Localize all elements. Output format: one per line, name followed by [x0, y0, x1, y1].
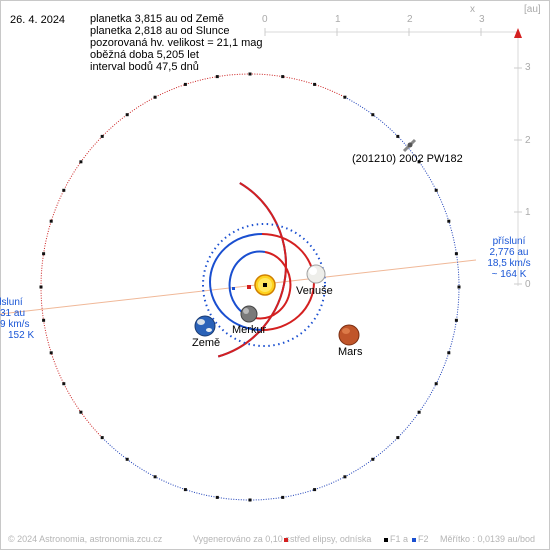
- asteroid-interval-point: [49, 351, 53, 355]
- aphelion-distance: 31 au: [0, 308, 26, 319]
- x-tick-0: 0: [262, 14, 268, 25]
- asteroid-interval-point: [79, 410, 83, 414]
- asteroid-interval-point: [125, 457, 129, 461]
- y-tick-0: 0: [525, 279, 531, 290]
- y-tick-3: 3: [525, 62, 531, 73]
- unit-label: [au]: [524, 4, 541, 15]
- info-point-interval: interval bodů 47,5 dnů: [90, 61, 199, 73]
- x-tick-3: 3: [479, 14, 485, 25]
- mercury-planet: [240, 305, 258, 323]
- asteroid-interval-point: [313, 82, 317, 86]
- footer-ellipse-center: střed elipsy, odníska: [284, 534, 371, 544]
- asteroid-interval-point: [183, 82, 187, 86]
- asteroid-interval-point: [248, 498, 252, 502]
- info-period: oběžná doba 5,205 let: [90, 49, 199, 61]
- footer-copyright: © 2024 Astronomia, astronomia.zcu.cz: [8, 534, 163, 544]
- info-earth-distance: planetka 3,815 au od Země: [90, 13, 224, 25]
- asteroid-interval-point: [434, 188, 438, 192]
- asteroid-interval-point: [248, 72, 252, 76]
- asteroid-interval-point: [281, 495, 285, 499]
- asteroid-interval-point: [79, 160, 83, 164]
- venus-label: Venuše: [296, 285, 333, 297]
- axis-arrow-icon: [514, 28, 522, 38]
- asteroid-interval-point: [343, 475, 347, 479]
- asteroid-interval-point: [281, 75, 285, 79]
- earth-label: Země: [192, 337, 221, 349]
- asteroid-interval-point: [371, 113, 375, 117]
- asteroid-orbit-below-arc: [101, 96, 460, 501]
- asteroid-interval-point: [215, 495, 219, 499]
- asteroid-interval-point: [434, 382, 438, 386]
- asteroid-interval-point: [62, 382, 66, 386]
- focus-f2-marker: [232, 287, 235, 290]
- asteroid-interval-point: [125, 113, 129, 117]
- y-tick-2: 2: [525, 135, 531, 146]
- x-tick-2: 2: [407, 14, 413, 25]
- asteroid-interval-point: [183, 488, 187, 492]
- perihelion-speed: 18,5 km/s: [487, 258, 531, 269]
- asteroid-interval-point: [454, 252, 458, 256]
- f2-legend-icon: [412, 537, 416, 542]
- asteroid-orbit: [39, 72, 461, 502]
- perihelion-info: přísluní 2,776 au 18,5 km/s ~ 164 K: [474, 236, 544, 280]
- x-axis-label: x: [470, 4, 475, 15]
- mars-label: Mars: [338, 346, 363, 358]
- date-label: 26. 4. 2024: [10, 14, 66, 26]
- x-tick-1: 1: [335, 14, 341, 25]
- asteroid-interval-point: [417, 160, 421, 164]
- y-tick-1: 1: [525, 207, 531, 218]
- asteroid-interval-point: [396, 134, 400, 138]
- asteroid-interval-point: [42, 252, 46, 256]
- mars-orbit: [217, 182, 287, 358]
- footer-f2: F2: [412, 534, 429, 544]
- asteroid-interval-point: [62, 188, 66, 192]
- earth-orbit: [202, 223, 326, 347]
- asteroid-interval-point: [153, 95, 157, 99]
- apsis-line: [0, 259, 477, 315]
- asteroid-orbit-above-arc: [40, 73, 346, 438]
- info-sun-distance: planetka 2,818 au od Slunce: [90, 25, 230, 37]
- sun: [254, 274, 276, 296]
- asteroid-interval-point: [343, 95, 347, 99]
- asteroid-interval-point: [100, 436, 104, 440]
- perihelion-title: přísluní: [492, 236, 526, 247]
- aphelion-info: dsluní 31 au 9 km/s 152 K: [0, 297, 34, 341]
- asteroid-interval-point: [39, 285, 43, 289]
- aphelion-temp: 152 K: [8, 330, 35, 341]
- aphelion-title: dsluní: [0, 297, 23, 308]
- asteroid-interval-point: [454, 318, 458, 322]
- mercury-label: Merkur: [232, 324, 267, 336]
- ellipse-center-marker: [247, 285, 251, 289]
- asteroid-interval-point: [447, 219, 451, 223]
- footer-f1: F1 a: [384, 534, 408, 544]
- asteroid-interval-point: [457, 285, 461, 289]
- info-panel: planetka 3,815 au od Země planetka 2,818…: [90, 13, 263, 73]
- footer-scale: Měřítko : 0,0139 au/bod: [440, 534, 536, 544]
- asteroid-marker-icon: [402, 138, 417, 153]
- asteroid-interval-point: [215, 75, 219, 79]
- perihelion-temp: ~ 164 K: [491, 269, 527, 280]
- aphelion-speed: 9 km/s: [0, 319, 30, 330]
- info-magnitude: pozorovaná hv. velikost = 21,1 mag: [90, 37, 263, 49]
- asteroid-interval-point: [371, 457, 375, 461]
- asteroid-interval-point: [100, 134, 104, 138]
- venus-planet: [306, 264, 326, 284]
- axis-ticks: [264, 28, 522, 285]
- f1-legend-icon: [384, 537, 388, 542]
- asteroid-interval-point: [42, 318, 46, 322]
- asteroid-interval-point: [447, 351, 451, 355]
- asteroid-interval-point: [313, 488, 317, 492]
- earth-planet: [194, 315, 216, 337]
- footer-generated: Vygenerováno za 0,10 s: [193, 534, 290, 544]
- asteroid-interval-point: [396, 436, 400, 440]
- mars-planet: [338, 324, 360, 346]
- ellipse-center-legend-icon: [284, 537, 288, 542]
- asteroid-interval-point: [153, 475, 157, 479]
- asteroid-interval-point: [417, 410, 421, 414]
- asteroid-label: (201210) 2002 PW182: [352, 153, 463, 165]
- asteroid-interval-point: [49, 219, 53, 223]
- perihelion-distance: 2,776 au: [489, 247, 529, 258]
